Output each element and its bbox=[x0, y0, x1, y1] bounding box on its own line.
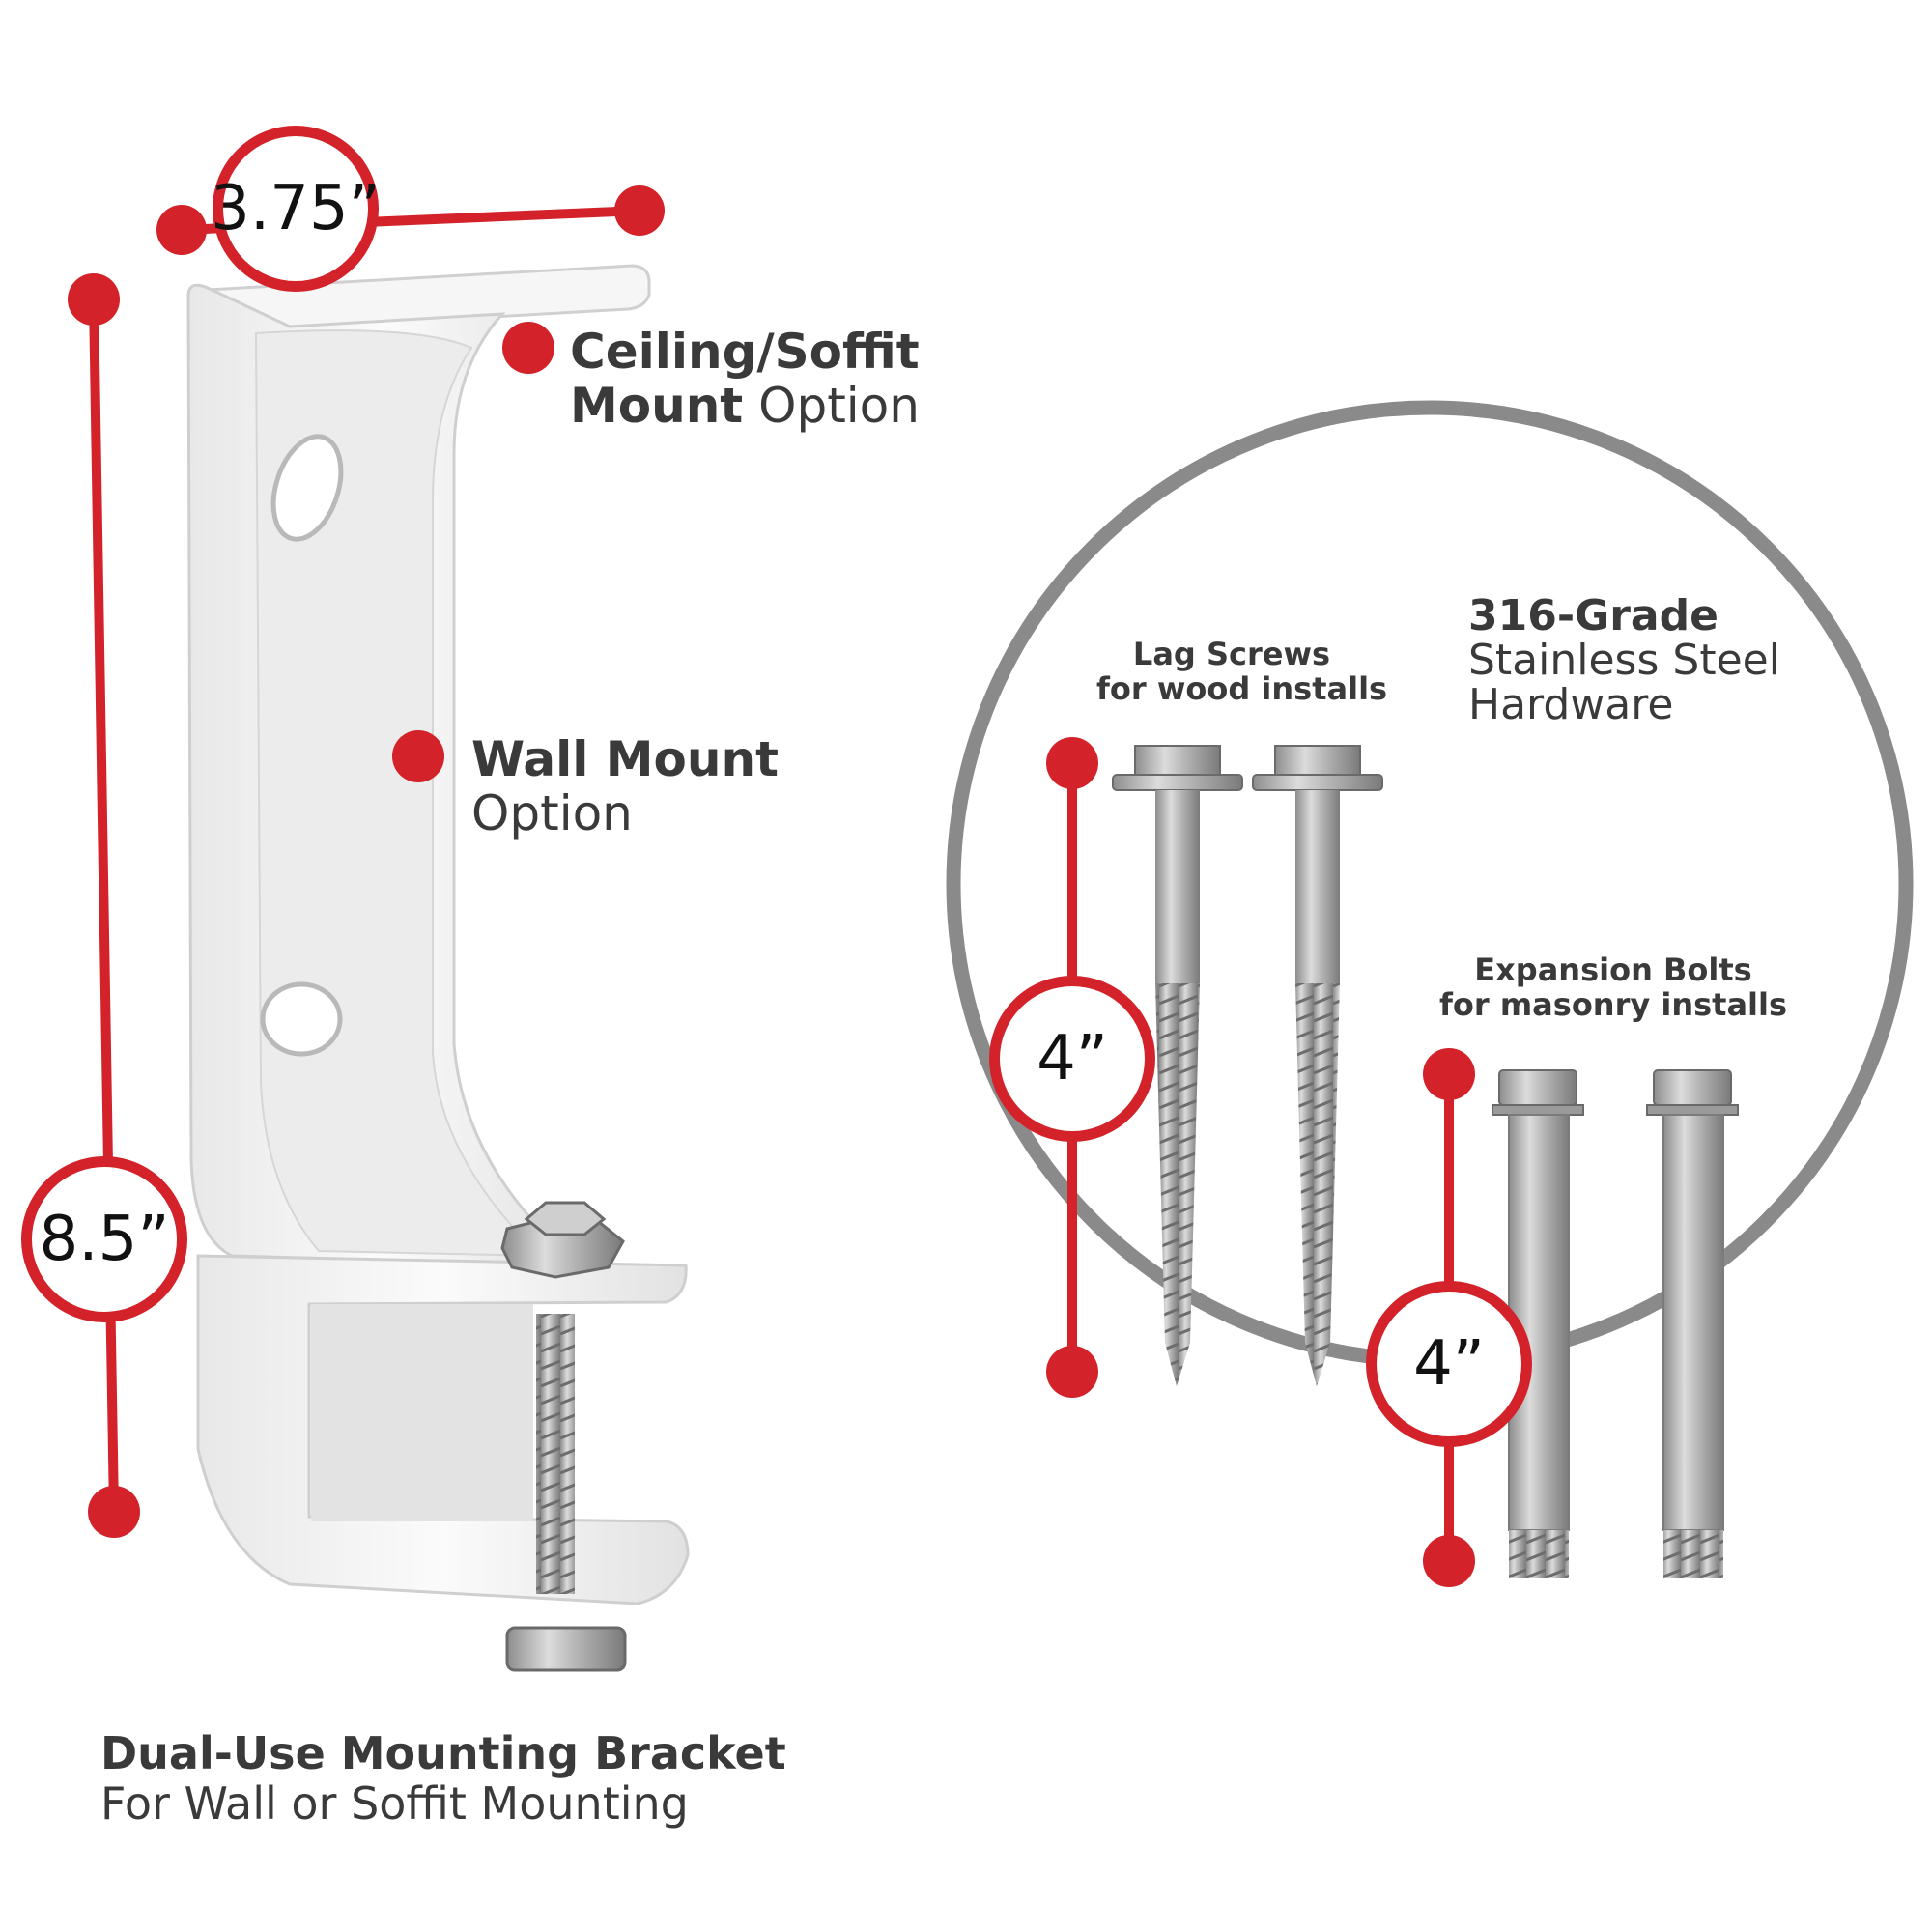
upper-slot bbox=[270, 434, 344, 542]
expansion-bolts-label: Expansion Bolts for masonry installs bbox=[1439, 952, 1788, 1023]
lag-screw-1 bbox=[1112, 745, 1243, 1386]
lag-sub: for wood installs bbox=[1096, 669, 1388, 707]
grade-label: 316-Grade Stainless Steel Hardware bbox=[1468, 591, 1780, 730]
ceiling-marker-dot bbox=[502, 322, 554, 374]
ceiling-label-rest: Option bbox=[743, 378, 920, 434]
lag-length-dim: 4” bbox=[989, 976, 1155, 1142]
expansion-title: Expansion Bolts bbox=[1474, 952, 1752, 988]
lower-slot bbox=[260, 981, 343, 1057]
bracket-height-dim: 8.5” bbox=[21, 1156, 187, 1322]
lag-screws-label: Lag Screws for wood installs bbox=[1096, 636, 1387, 707]
wall-label-rest: Option bbox=[471, 785, 633, 841]
bracket-caption: Dual-Use Mounting Bracket For Wall or So… bbox=[100, 1727, 786, 1830]
height-dimension bbox=[68, 273, 140, 1538]
caption-title: Dual-Use Mounting Bracket bbox=[100, 1727, 786, 1779]
grade-bold: 316-Grade bbox=[1468, 591, 1719, 640]
expansion-bolt-2 bbox=[1646, 1069, 1739, 1578]
hardware-ring bbox=[946, 400, 1914, 1368]
ceiling-mount-label: Ceiling/Soffit Mount Option bbox=[570, 325, 920, 433]
wall-marker-dot bbox=[392, 730, 444, 782]
wall-label-bold: Wall Mount bbox=[471, 731, 779, 787]
wall-mount-label: Wall Mount Option bbox=[471, 732, 779, 840]
expansion-sub: for masonry installs bbox=[1439, 985, 1788, 1023]
grade-line2: Stainless Steel bbox=[1468, 636, 1780, 686]
bracket-width-dim: 3.75” bbox=[211, 126, 381, 292]
grade-line3: Hardware bbox=[1468, 680, 1674, 730]
ceiling-label-bold: Ceiling/Soffit bbox=[570, 324, 920, 380]
mounting-bracket bbox=[186, 264, 690, 1672]
ceiling-label-bold2: Mount bbox=[570, 378, 744, 434]
lag-title: Lag Screws bbox=[1132, 636, 1331, 672]
lag-screw-2 bbox=[1252, 745, 1383, 1386]
caption-sub: For Wall or Soffit Mounting bbox=[100, 1776, 689, 1830]
expansion-length-dim: 4” bbox=[1366, 1281, 1532, 1447]
